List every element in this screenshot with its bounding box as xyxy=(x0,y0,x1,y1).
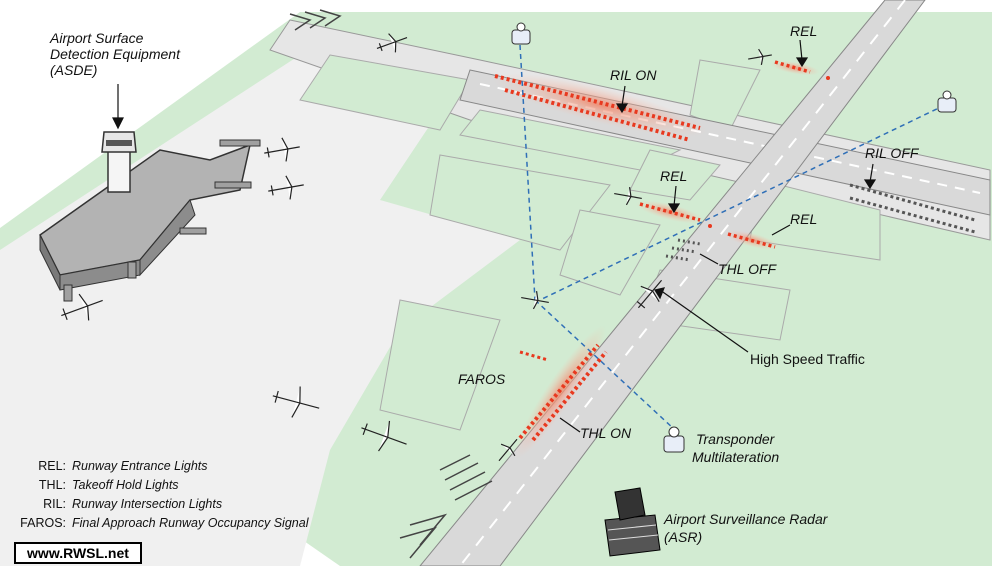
label-rel-right: REL xyxy=(790,211,817,227)
label-transponder-line2: Multilateration xyxy=(692,449,779,465)
legend-text-thl: Takeoff Hold Lights xyxy=(72,478,179,492)
label-faros: FAROS xyxy=(458,371,506,387)
legend-text-rel: Runway Entrance Lights xyxy=(72,459,208,473)
thl-off-lights xyxy=(665,238,701,262)
label-thl-on: THL ON xyxy=(580,425,632,441)
terminal-building xyxy=(39,139,261,302)
label-high-speed-traffic: High Speed Traffic xyxy=(750,351,865,367)
aircraft-icon xyxy=(614,187,642,206)
aircraft-group xyxy=(61,33,772,462)
legend-abbr-faros: FAROS: xyxy=(20,516,66,530)
label-asr-line2: (ASR) xyxy=(664,529,702,545)
legend-text-ril: Runway Intersection Lights xyxy=(72,497,222,511)
rel-lights-right xyxy=(724,230,780,250)
legend-abbr-rel: REL: xyxy=(38,459,66,473)
control-tower xyxy=(101,131,137,193)
transponder-antenna-icon xyxy=(663,426,685,453)
thl-on-lights xyxy=(513,325,608,459)
aircraft-icon xyxy=(636,279,663,309)
label-asr-line1: Airport Surveillance Radar xyxy=(663,511,829,527)
runway-threshold-marks xyxy=(289,9,493,559)
sensor-links xyxy=(519,44,946,431)
aircraft-icon xyxy=(376,33,408,53)
label-rel-top: REL xyxy=(790,23,817,39)
sensor-antenna-top-icon xyxy=(511,22,531,45)
ril-on-lights xyxy=(493,73,707,142)
legend-text-faros: Final Approach Runway Occupancy Signal xyxy=(72,516,310,530)
aircraft-icon xyxy=(268,175,304,200)
aircraft-icon xyxy=(498,438,518,462)
label-asde-line2: Detection Equipment xyxy=(50,46,181,62)
faros-lights xyxy=(519,350,549,362)
label-asde-line3: (ASDE) xyxy=(50,62,97,78)
legend: REL: Runway Entrance Lights THL: Takeoff… xyxy=(20,459,310,530)
label-rel-mid: REL xyxy=(660,168,687,184)
radar-tower-icon xyxy=(604,487,661,557)
aircraft-icon xyxy=(748,48,772,65)
callout-arrows xyxy=(112,39,877,433)
rel-lights-top xyxy=(770,60,830,80)
rel-lights-mid xyxy=(635,200,712,228)
aircraft-icon xyxy=(61,293,103,321)
label-transponder-line1: Transponder xyxy=(696,431,776,447)
website-link[interactable]: www.RWSL.net xyxy=(14,542,142,564)
label-ril-off: RIL OFF xyxy=(865,145,920,161)
aircraft-icon xyxy=(272,386,320,418)
aircraft-icon xyxy=(264,137,300,162)
legend-abbr-thl: THL: xyxy=(39,478,66,492)
sensor-antenna-right-icon xyxy=(937,90,957,113)
label-asde-line1: Airport Surface xyxy=(49,30,144,46)
aircraft-icon xyxy=(361,420,407,452)
aircraft-icon xyxy=(521,291,549,310)
ril-off-lights xyxy=(849,183,976,234)
label-ril-on: RIL ON xyxy=(610,67,657,83)
legend-abbr-ril: RIL: xyxy=(43,497,66,511)
label-thl-off: THL OFF xyxy=(718,261,778,277)
